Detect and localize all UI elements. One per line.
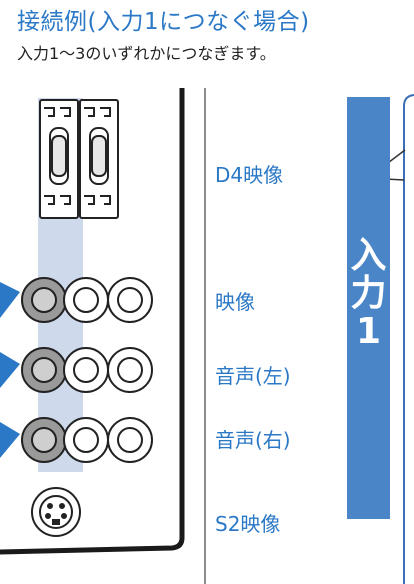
input1-bar: 入 力 1 [347, 97, 390, 519]
input1-char-2: 力 [350, 273, 387, 314]
audio-left-arrow [0, 352, 20, 388]
rca-row-audio-left [0, 347, 153, 393]
video-arrow [0, 282, 20, 318]
panel-frame [0, 88, 185, 555]
audio-right-arrow [0, 422, 20, 458]
rca-row-audio-right [0, 417, 153, 463]
s2-connector [31, 487, 81, 537]
rca-row-video [0, 277, 153, 323]
d4-connector-1 [39, 99, 79, 219]
label-audio-right: 音声(右) [215, 428, 291, 452]
input1-char-1: 入 [350, 235, 387, 276]
card-edge [403, 94, 414, 584]
input1-bar-label: 入 力 1 [347, 237, 390, 351]
d4-connector-2 [79, 99, 119, 219]
input1-char-3: 1 [355, 311, 382, 352]
label-audio-left: 音声(左) [215, 364, 291, 388]
label-s2-video: S2映像 [215, 512, 281, 536]
label-video: 映像 [215, 290, 255, 314]
diagram-title: 接続例(入力1につなぐ場合) [17, 9, 310, 35]
diagram-subtitle: 入力1〜3のいずれかにつなぎます。 [17, 44, 276, 63]
label-d4-video: D4映像 [215, 163, 284, 187]
